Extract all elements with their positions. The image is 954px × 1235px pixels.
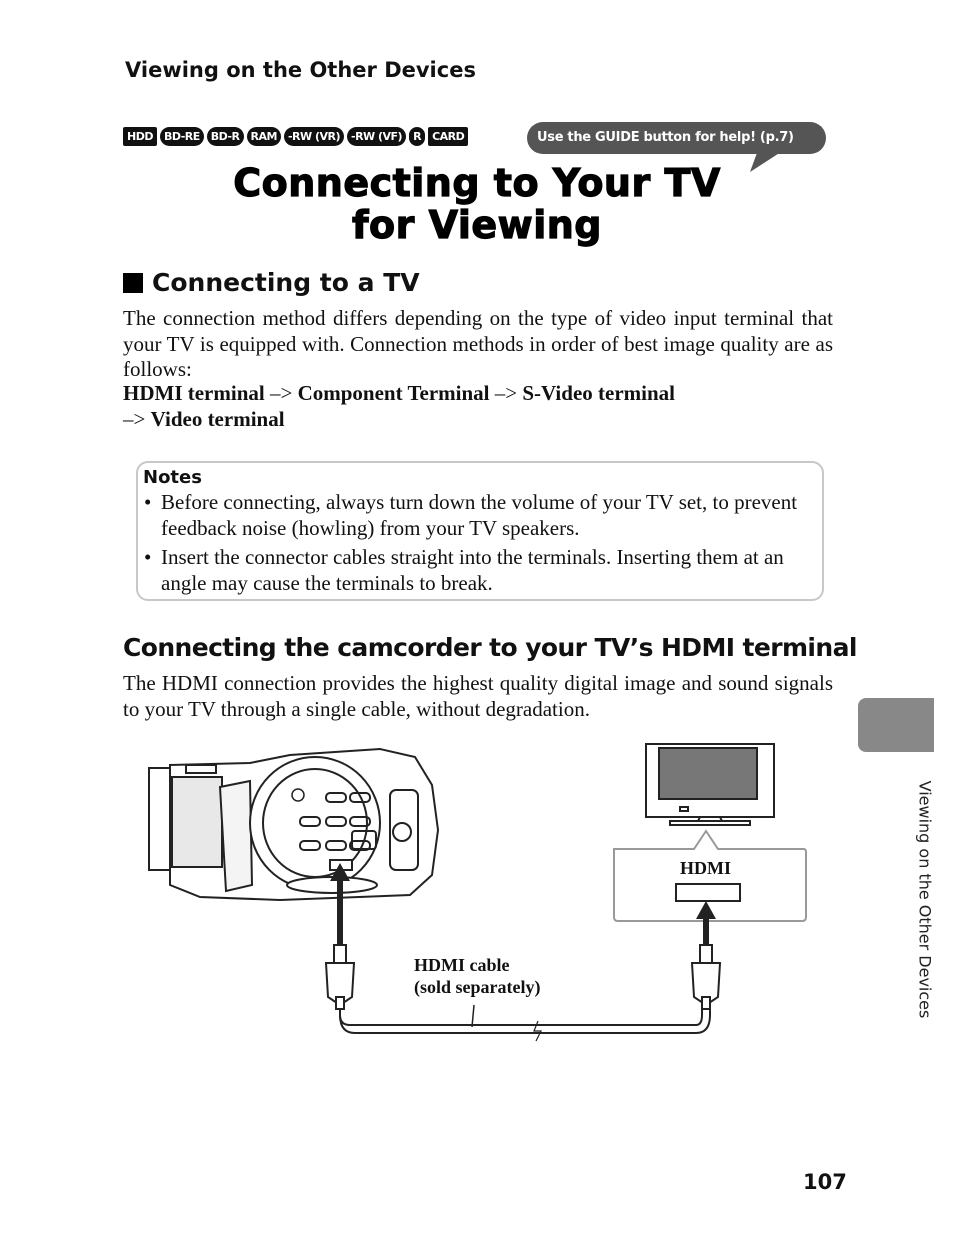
- note-text: Insert the connector cables straight int…: [161, 545, 784, 595]
- media-badge-bd-r: BD-R: [206, 127, 244, 146]
- note-item: • Before connecting, always turn down th…: [144, 490, 814, 541]
- arrow-up-icon: [330, 863, 350, 945]
- cable-label-line2: (sold separately): [414, 977, 541, 997]
- section-heading-text: Connecting to a TV: [152, 268, 420, 297]
- media-badge-r: R: [409, 127, 426, 146]
- connection-order: HDMI terminal –> Component Terminal –> S…: [123, 381, 833, 432]
- page-title-line2: for Viewing: [351, 203, 603, 247]
- component-terminal: Component Terminal: [297, 381, 490, 405]
- page-title: Connecting to Your TV for Viewing: [160, 161, 794, 247]
- notes-box: [136, 461, 824, 601]
- tv-icon: [645, 743, 775, 826]
- cable-plug-left-icon: [324, 944, 356, 1010]
- media-badge-card: CARD: [428, 127, 469, 146]
- media-badge-ram: RAM: [246, 127, 281, 146]
- intro-paragraph: The connection method differs depending …: [123, 306, 833, 381]
- media-badge-bd-re: BD-RE: [159, 127, 204, 146]
- cable-label: HDMI cable (sold separately): [414, 954, 540, 998]
- camcorder-icon: [148, 747, 440, 902]
- note-item: • Insert the connector cables straight i…: [144, 545, 814, 596]
- cable-label-line1: HDMI cable: [414, 955, 510, 975]
- media-badges: HDD BD-RE BD-R RAM -RW (VR) -RW (VF) R C…: [123, 127, 469, 146]
- media-badge-rw-vf: -RW (VF): [347, 127, 407, 146]
- arrow: –>: [269, 381, 293, 405]
- video-terminal: Video terminal: [150, 406, 285, 431]
- bullet-icon: •: [144, 490, 152, 514]
- side-tab-text: Viewing on the Other Devices: [915, 780, 935, 1019]
- hdmi-terminal: HDMI terminal: [123, 381, 265, 405]
- media-badge-rw-vr: -RW (VR): [283, 127, 344, 146]
- hdmi-paragraph: The HDMI connection provides the highest…: [123, 671, 833, 721]
- media-badge-hdd: HDD: [123, 127, 157, 146]
- cable-plug-right-icon: [690, 944, 722, 1010]
- guide-hint-bubble: Use the GUIDE button for help! (p.7): [527, 122, 826, 154]
- bullet-icon: •: [144, 545, 152, 569]
- arrow: –>: [123, 406, 146, 431]
- svideo-terminal: S-Video terminal: [522, 381, 675, 405]
- black-square-icon: [123, 272, 143, 293]
- arrow: –>: [494, 381, 518, 405]
- page-title-line1: Connecting to Your TV: [233, 161, 721, 205]
- speech-bubble-tail-icon: [750, 150, 784, 172]
- notes-title: Notes: [143, 467, 202, 488]
- running-head: Viewing on the Other Devices: [125, 58, 476, 82]
- hdmi-cable: [339, 978, 711, 1042]
- tv-hdmi-label: HDMI: [680, 858, 731, 878]
- page-number: 107: [803, 1170, 847, 1194]
- side-tab: [858, 698, 934, 752]
- hdmi-port: [675, 883, 741, 902]
- note-text: Before connecting, always turn down the …: [161, 490, 798, 540]
- section-heading: Connecting to a TV: [123, 268, 420, 297]
- hdmi-connection-diagram: [148, 743, 807, 1042]
- arrow-up-icon: [696, 901, 716, 945]
- hdmi-terminal-callout: [613, 829, 807, 922]
- subsection-heading: Connecting the camcorder to your TV’s HD…: [123, 633, 857, 662]
